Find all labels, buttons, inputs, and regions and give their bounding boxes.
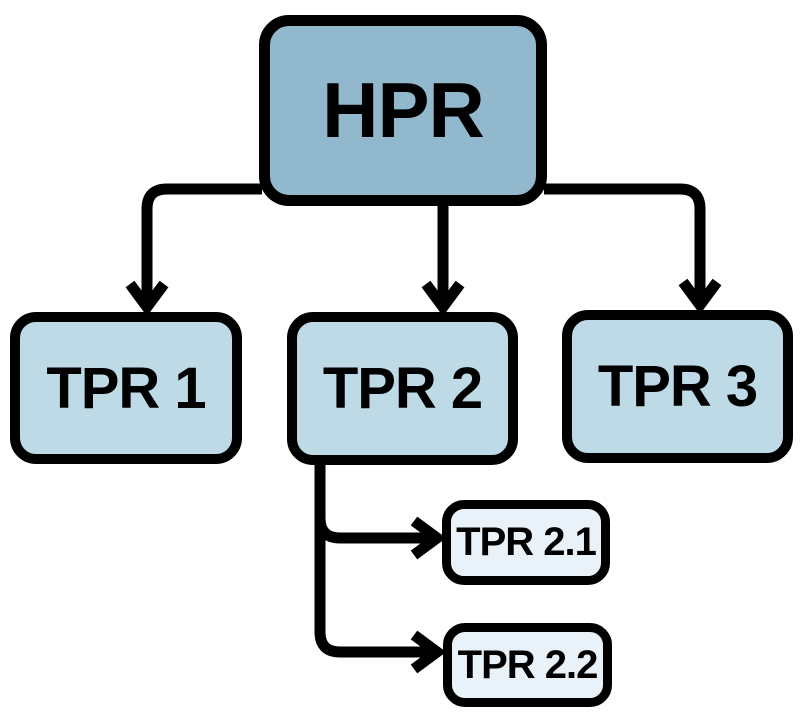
node-tpr21-label: TPR 2.1 — [456, 520, 597, 564]
edge-hpr-tpr3 — [544, 183, 706, 302]
node-tpr21: TPR 2.1 — [442, 500, 610, 585]
node-hpr-label: HPR — [322, 66, 485, 154]
arrowhead-down-icon — [421, 280, 465, 317]
arrowhead-down-icon — [678, 278, 722, 315]
arrowhead-right-icon — [410, 630, 447, 674]
node-tpr22: TPR 2.2 — [443, 623, 612, 707]
node-tpr2: TPR 2 — [287, 312, 518, 465]
node-tpr3: TPR 3 — [562, 310, 793, 463]
node-tpr22-label: TPR 2.2 — [457, 642, 599, 687]
node-tpr1: TPR 1 — [10, 312, 242, 464]
node-tpr3-label: TPR 3 — [597, 354, 758, 419]
arrowhead-down-icon — [125, 280, 169, 317]
edge-tpr2-tpr22 — [314, 460, 434, 658]
node-hpr: HPR — [259, 15, 547, 206]
node-tpr2-label: TPR 2 — [322, 356, 483, 421]
node-tpr1-label: TPR 1 — [46, 355, 206, 421]
arrowhead-right-icon — [410, 516, 447, 560]
edge-hpr-tpr1 — [141, 183, 262, 304]
